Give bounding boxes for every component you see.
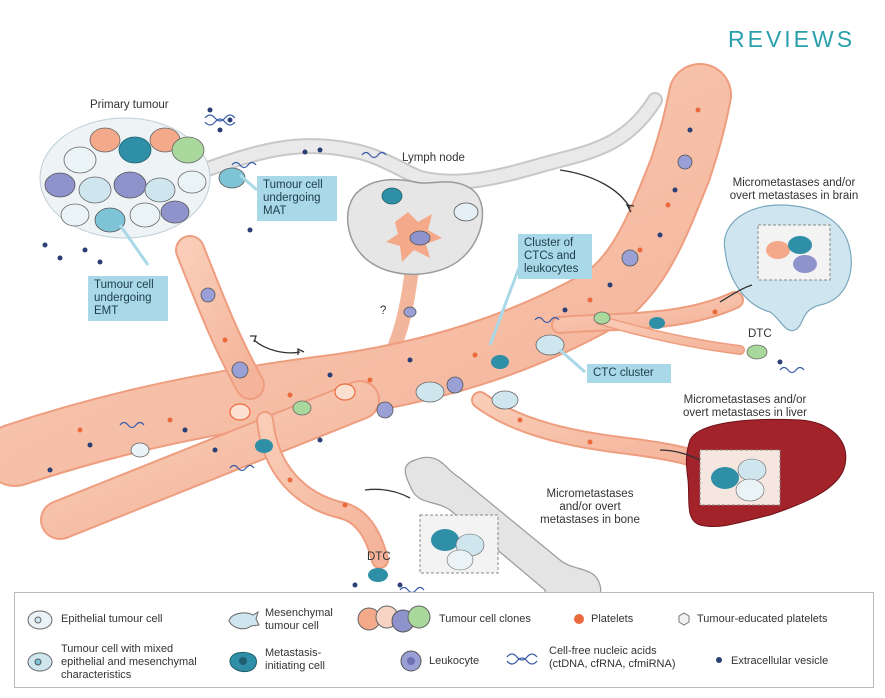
legend-clones: Tumour cell clones xyxy=(439,613,531,625)
label-lymph-node: Lymph node xyxy=(402,152,465,164)
legend-ev: Extracellular vesicle xyxy=(731,655,829,667)
callout-leaders xyxy=(118,173,586,374)
callout-mat: Tumour cell undergoing MAT xyxy=(257,176,337,221)
mesenchymal-cell-icon xyxy=(228,610,260,630)
tumour-clones-icon xyxy=(357,605,431,633)
dna-strand-icon xyxy=(506,653,538,665)
legend-cfna: Cell-free nucleic acids (ctDNA, cfRNA, c… xyxy=(549,645,676,670)
callout-emt: Tumour cell undergoing EMT xyxy=(88,276,168,321)
label-question-mark: ? xyxy=(380,305,387,317)
legend-metastasis-initiating: Metastasis- initiating cell xyxy=(265,647,325,672)
cell-free-dna-strands xyxy=(119,114,805,594)
extracellular-vesicles xyxy=(42,107,783,588)
educated-platelet-icon xyxy=(678,612,690,626)
metastasis-initiating-cell-icon xyxy=(229,651,257,672)
lymph-node-icon xyxy=(346,178,484,276)
bone-icon xyxy=(404,456,602,607)
legend-epithelial: Epithelial tumour cell xyxy=(61,613,163,625)
legend-panel: Epithelial tumour cell Tumour cell with … xyxy=(14,592,874,688)
leukocyte-icon xyxy=(400,650,422,672)
mixed-cell-icon xyxy=(27,652,53,672)
legend-tep: Tumour-educated platelets xyxy=(697,613,828,625)
label-micromet-liver: Micrometastases and/or overt metastases … xyxy=(683,394,807,419)
brain-icon xyxy=(723,204,852,332)
legend-leukocyte: Leukocyte xyxy=(429,655,480,667)
label-micromet-bone: Micrometastases and/or overt metastases … xyxy=(540,488,640,526)
callout-cluster-ctc-leukocytes: Cluster of CTCs and leukocytes xyxy=(518,234,592,279)
circulating-cells xyxy=(130,154,768,582)
migration-arrows xyxy=(250,169,753,499)
extracellular-vesicle-icon xyxy=(716,657,722,663)
brand-wordmark: REVIEWS xyxy=(728,26,856,52)
legend-mixed: Tumour cell with mixed epithelial and me… xyxy=(61,643,197,681)
epithelial-cell-icon xyxy=(27,610,53,630)
label-dtc-bone: DTC xyxy=(367,551,391,563)
callout-ctc-cluster: CTC cluster xyxy=(587,364,671,383)
label-dtc-brain: DTC xyxy=(748,328,772,340)
legend-mesenchymal: Mesenchymal tumour cell xyxy=(265,607,333,632)
platelet-icon xyxy=(574,614,584,624)
platelets xyxy=(77,107,718,508)
liver-icon xyxy=(685,418,847,528)
primary-tumour-mass xyxy=(39,117,246,239)
label-micromet-brain: Micrometastases and/or overt metastases … xyxy=(729,177,859,202)
label-primary-tumour: Primary tumour xyxy=(90,99,169,111)
blood-vessel-network xyxy=(0,63,745,569)
legend-platelets: Platelets xyxy=(591,613,634,625)
